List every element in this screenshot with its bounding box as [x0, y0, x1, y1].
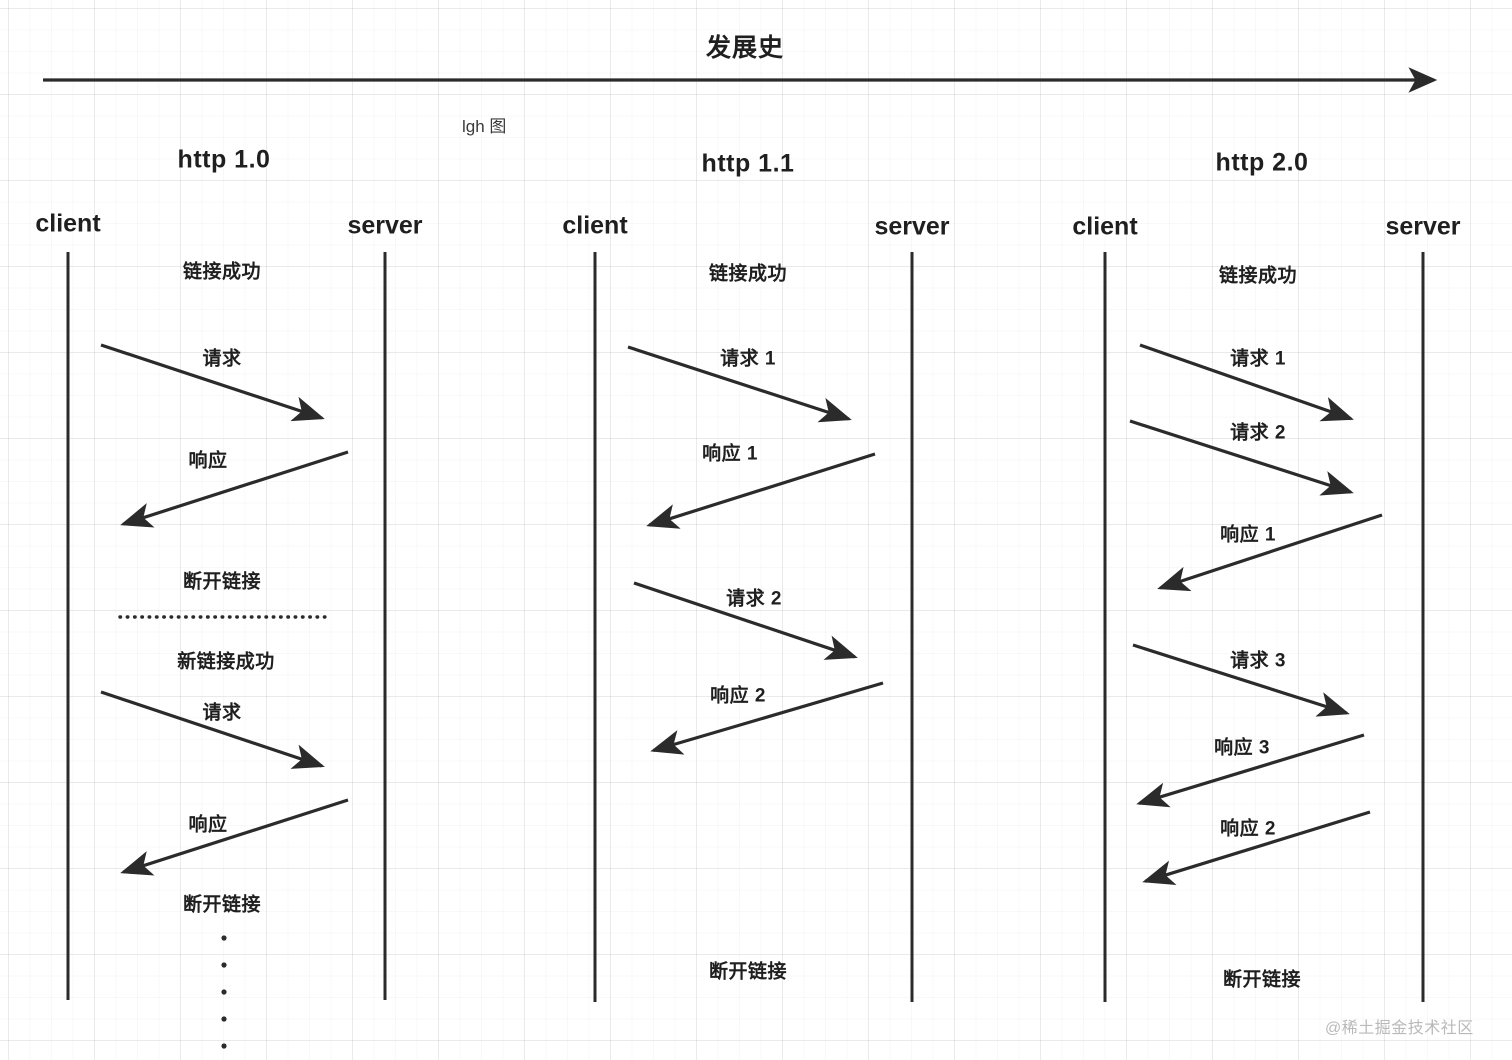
note-http-1-0-1: 断开链接	[182, 571, 262, 593]
message-label-http-2-0-3: 请求 3	[1230, 650, 1286, 672]
message-arrow-http-1-0-3	[120, 798, 349, 876]
note-http-1-0-2: 新链接成功	[177, 651, 275, 673]
message-label-http-1-0-1: 响应	[188, 450, 228, 472]
note-http-1-1-1: 断开链接	[708, 961, 788, 983]
ellipsis-dot-http-1-0-2	[221, 989, 227, 995]
message-label-http-1-1-3: 响应 2	[710, 685, 766, 707]
ellipsis-dot-http-1-0-4	[221, 1043, 227, 1049]
actor-server-http-1-1: server	[874, 212, 950, 241]
message-label-http-1-1-1: 响应 1	[702, 443, 758, 465]
actor-client-http-1-1: client	[562, 211, 628, 240]
page-title: 发展史	[705, 34, 785, 62]
message-label-http-1-0-3: 响应	[188, 814, 228, 836]
message-label-http-2-0-4: 响应 3	[1214, 737, 1270, 759]
credit-note: lgh 图	[462, 117, 507, 136]
note-http-1-0-3: 断开链接	[182, 894, 262, 916]
note-http-1-1-0: 链接成功	[708, 263, 788, 285]
message-arrow-http-1-1-3	[650, 681, 884, 755]
message-label-http-1-1-0: 请求 1	[720, 348, 776, 370]
watermark: @稀土掘金技术社区	[1325, 1020, 1474, 1037]
message-label-http-1-0-0: 请求	[202, 348, 242, 370]
message-label-http-2-0-2: 响应 1	[1220, 524, 1276, 546]
message-label-http-1-0-2: 请求	[202, 702, 242, 724]
note-http-1-0-0: 链接成功	[182, 261, 262, 283]
message-arrow-http-1-1-1	[646, 452, 876, 529]
message-arrow-http-1-0-1	[120, 450, 349, 528]
actor-client-http-1-0: client	[35, 209, 101, 238]
actor-client-http-2-0: client	[1072, 212, 1138, 241]
actor-server-http-2-0: server	[1385, 212, 1461, 241]
actor-server-http-1-0: server	[347, 211, 423, 240]
ellipsis-dot-http-1-0-0	[221, 935, 227, 941]
message-label-http-1-1-2: 请求 2	[726, 588, 782, 610]
column-title-http-1-1: http 1.1	[701, 149, 795, 178]
ellipsis-dot-http-1-0-3	[221, 1016, 227, 1022]
message-label-http-2-0-1: 请求 2	[1230, 422, 1286, 444]
note-http-2-0-1: 断开链接	[1222, 969, 1302, 991]
column-title-http-2-0: http 2.0	[1215, 148, 1309, 177]
message-label-http-2-0-0: 请求 1	[1230, 348, 1286, 370]
note-http-2-0-0: 链接成功	[1218, 265, 1298, 287]
ellipsis-dot-http-1-0-1	[221, 962, 227, 968]
column-title-http-1-0: http 1.0	[177, 145, 271, 174]
message-label-http-2-0-5: 响应 2	[1220, 818, 1276, 840]
